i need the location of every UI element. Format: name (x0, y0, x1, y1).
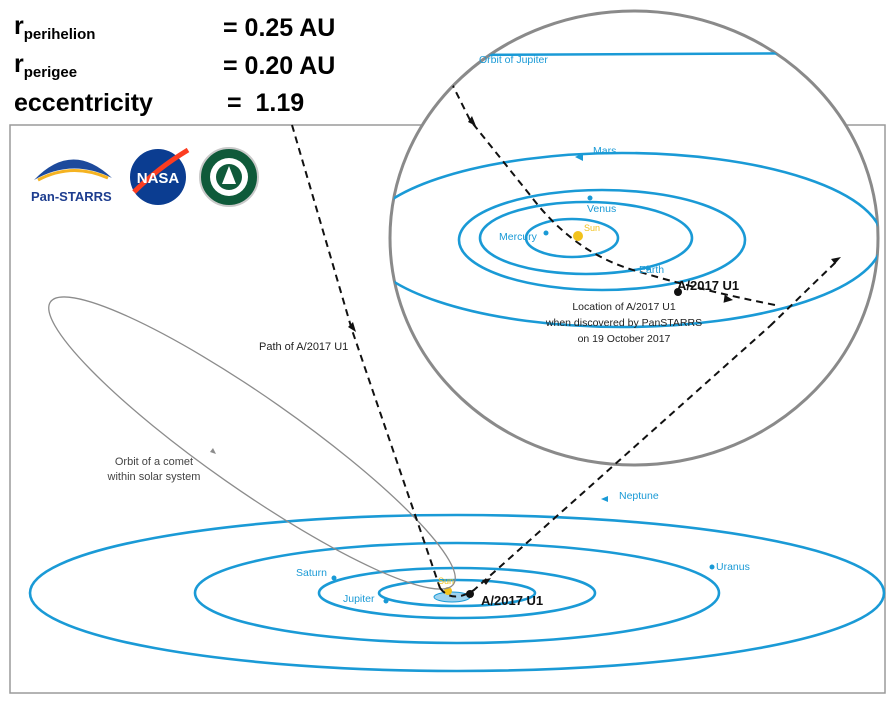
panstarrs-logo-text: Pan-STARRS (31, 189, 112, 204)
neptune-label: Neptune (619, 490, 659, 502)
perigee-symbol: rperigee (14, 50, 78, 81)
jupiter-marker (383, 598, 389, 604)
sun-inset-marker (573, 231, 583, 241)
object-inset-marker (674, 288, 682, 296)
outer-orbits (28, 513, 886, 673)
jupiter-label: Jupiter (343, 593, 375, 605)
comet-label-line-2: within solar system (107, 471, 201, 483)
comet-orbit (48, 296, 456, 590)
mars-label: Mars (593, 145, 616, 157)
inset-mars-orbit (390, 151, 878, 329)
earth-marker (645, 265, 651, 271)
inset-earth-orbit (457, 188, 747, 292)
eccentricity-row: eccentricity (14, 91, 153, 116)
eccentricity-symbol: eccentricity (14, 89, 153, 117)
venus-marker (587, 195, 593, 201)
perigee-row: rperigee (14, 50, 78, 81)
earth-label: Earth (639, 264, 664, 276)
sun-main-label: Sun (438, 576, 454, 586)
nasa-logo: NASA (130, 147, 190, 205)
orbit-of-jupiter-label: Orbit of Jupiter (479, 54, 548, 66)
neptune-orbit (28, 513, 886, 673)
perihelion-row: rperihelion (14, 12, 96, 43)
inset-object-path (439, 59, 776, 306)
mars-arrow (575, 153, 583, 161)
inset-magnifier (388, 9, 880, 467)
nasa-logo-text: NASA (137, 170, 180, 187)
sun-inset-label: Sun (584, 223, 600, 233)
location-line-3: on 19 October 2017 (578, 333, 671, 345)
perihelion-symbol: rperihelion (14, 12, 96, 43)
inset-venus-orbit (478, 200, 694, 276)
inset-path-arrow (468, 116, 476, 126)
university-seal (199, 147, 259, 207)
neptune-arrow (601, 496, 608, 502)
uranus-orbit (193, 541, 721, 645)
comet-label-line-1: Orbit of a comet (115, 456, 193, 468)
eccentricity-value: = 1.19 (227, 89, 305, 117)
uranus-marker (709, 564, 715, 570)
mercury-label: Mercury (499, 231, 538, 243)
location-line-2: when discovered by PanSTARRS (545, 317, 702, 329)
location-line-1: Location of A/2017 U1 (572, 301, 675, 313)
saturn-marker (331, 575, 337, 581)
perigee-value: = 0.20 AU (223, 52, 336, 80)
uranus-label: Uranus (716, 561, 750, 573)
perihelion-value: = 0.25 AU (223, 14, 336, 42)
venus-label: Venus (587, 203, 616, 215)
object-path (291, 124, 841, 598)
object-main-label: A/2017 U1 (481, 593, 543, 608)
jupiter-orbit (377, 578, 537, 608)
object-inset-label: A/2017 U1 (677, 278, 739, 293)
object-main-marker (466, 590, 474, 598)
saturn-orbit (317, 566, 597, 620)
mercury-marker (543, 230, 549, 236)
inset-mercury-orbit (524, 217, 620, 259)
inset-path-arrow-2 (723, 294, 733, 303)
saturn-label: Saturn (296, 567, 327, 579)
panstarrs-logo: Pan-STARRS (31, 159, 112, 204)
path-label: Path of A/2017 U1 (259, 341, 348, 353)
